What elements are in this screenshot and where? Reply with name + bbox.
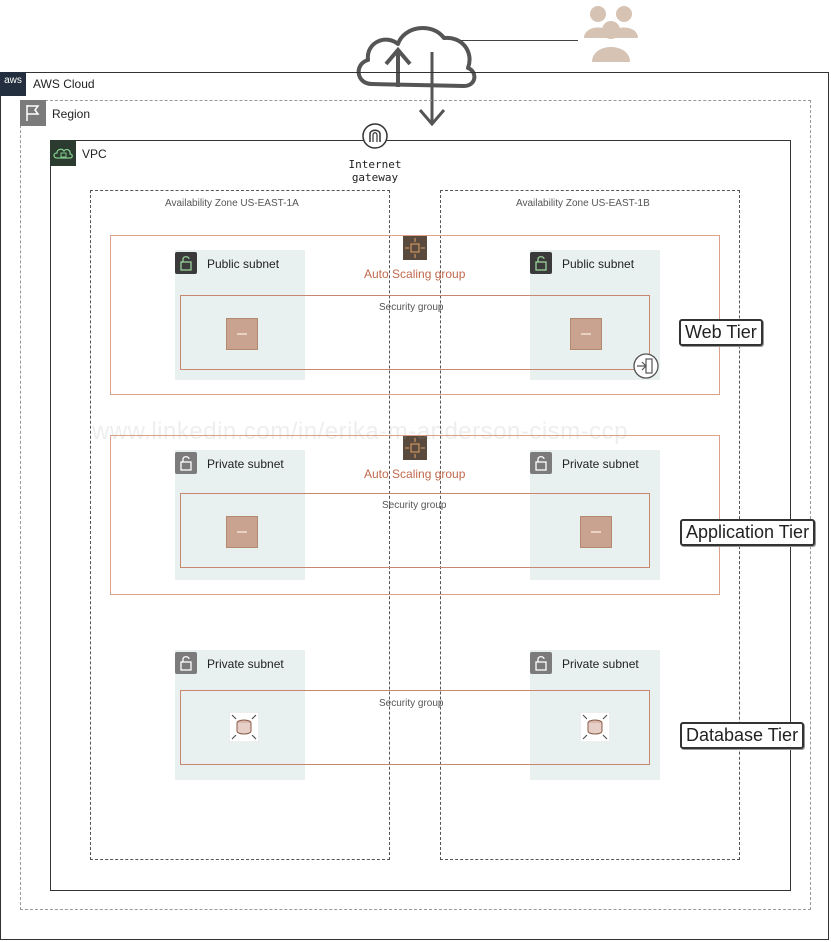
aws-cloud-label: AWS Cloud — [33, 77, 95, 91]
cloud-upload-icon — [356, 25, 477, 127]
aws-logo-text: aws — [4, 75, 22, 86]
app-private-subnet-b-label: Private subnet — [562, 457, 639, 471]
aws-cloud-boundary — [0, 72, 829, 940]
users-icon — [584, 6, 638, 62]
web-asg-label: Auto Scaling group — [364, 267, 466, 281]
db-security-group — [180, 690, 650, 765]
aws-logo-icon: aws — [0, 72, 26, 96]
lock-icon — [530, 452, 552, 474]
db-private-subnet-a-label: Private subnet — [207, 657, 284, 671]
app-private-subnet-a-label: Private subnet — [207, 457, 284, 471]
vpc-label: VPC — [82, 147, 107, 161]
lock-icon — [175, 652, 197, 674]
availability-zone-a — [90, 190, 390, 860]
web-security-group-label: Security group — [379, 302, 444, 313]
internet-gateway-icon — [362, 123, 388, 149]
ec2-instance-icon — [580, 516, 612, 548]
load-balancer-icon — [633, 353, 659, 379]
ec2-instance-icon — [570, 318, 602, 350]
app-asg-label: Auto Scaling group — [364, 467, 466, 481]
availability-zone-b-label: Availability Zone US-EAST-1B — [516, 198, 650, 209]
region-flag-icon — [20, 100, 46, 126]
rds-database-icon — [229, 712, 259, 742]
vpc-cloud-icon — [50, 140, 76, 166]
ec2-instance-icon — [226, 318, 258, 350]
web-security-group — [180, 295, 650, 370]
web-tier-label: Web Tier — [679, 319, 763, 346]
database-tier-label: Database Tier — [680, 722, 805, 749]
web-public-subnet-a-label: Public subnet — [207, 257, 280, 271]
autoscaling-icon — [403, 436, 427, 460]
igw-label-line2: gateway — [351, 171, 399, 184]
app-autoscaling-group — [110, 435, 720, 595]
lock-icon — [175, 452, 197, 474]
application-tier-label: Application Tier — [680, 519, 816, 546]
app-security-group-label: Security group — [382, 500, 447, 511]
lock-icon — [175, 252, 197, 274]
ec2-instance-icon — [226, 516, 258, 548]
db-security-group-label: Security group — [379, 698, 444, 709]
rds-database-icon — [580, 712, 610, 742]
users-connector — [460, 40, 578, 41]
vpc-boundary — [50, 140, 791, 891]
lock-icon — [530, 652, 552, 674]
lock-icon — [530, 252, 552, 274]
web-autoscaling-group — [110, 235, 720, 395]
availability-zone-a-label: Availability Zone US-EAST-1A — [165, 198, 299, 209]
region-boundary — [20, 100, 811, 910]
app-security-group — [180, 493, 650, 568]
db-private-subnet-b-label: Private subnet — [562, 657, 639, 671]
web-public-subnet-b-label: Public subnet — [562, 257, 635, 271]
igw-label-line1: Internet — [348, 158, 402, 171]
autoscaling-icon — [403, 236, 427, 260]
watermark: www.linkedin.com/in/erika-m-anderson-cis… — [92, 418, 628, 445]
igw-label: Internet gateway — [340, 158, 410, 184]
region-label: Region — [52, 107, 91, 121]
